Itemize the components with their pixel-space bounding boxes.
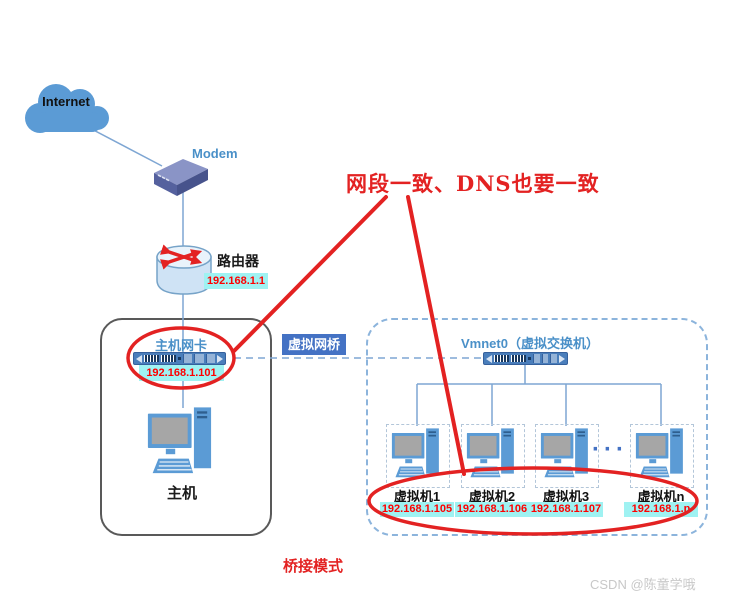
watermark: CSDN @陈童学哦	[590, 577, 696, 592]
modem-label: Modem	[192, 146, 238, 161]
router-label: 路由器	[217, 253, 259, 269]
vmn-ip-badge: 192.168.1.n	[624, 502, 698, 517]
vm-ellipsis: ···	[592, 436, 628, 463]
host-nic-ip-badge: 192.168.1.101	[139, 365, 224, 381]
vm3-ip-badge: 192.168.1.107	[529, 502, 603, 517]
annotation-note: 网段一致、DNS也要一致	[346, 171, 600, 196]
vm3-computer-icon	[539, 427, 590, 479]
host-machine-box	[100, 318, 272, 536]
vm2-computer-icon	[465, 427, 516, 479]
vswitch-icon	[483, 352, 568, 365]
internet-cloud-icon	[25, 84, 109, 133]
router-ip-badge: 192.168.1.1	[204, 273, 268, 289]
vm2-ip-badge: 192.168.1.106	[455, 502, 529, 517]
modem-icon	[154, 159, 208, 196]
router-icon	[156, 244, 212, 295]
host-label: 主机	[166, 485, 197, 502]
vswitch-label: Vmnet0（虚拟交换机）	[461, 336, 599, 351]
host-nic-icon	[133, 352, 226, 365]
vm1-ip-badge: 192.168.1.105	[380, 502, 454, 517]
internet-label: Internet	[42, 94, 90, 109]
mode-label: 桥接模式	[283, 558, 344, 575]
virtual-bridge-badge: 虚拟网桥	[282, 334, 346, 355]
vmn-computer-icon	[634, 427, 685, 479]
host-computer-icon	[146, 405, 213, 475]
vm1-computer-icon	[390, 427, 441, 479]
